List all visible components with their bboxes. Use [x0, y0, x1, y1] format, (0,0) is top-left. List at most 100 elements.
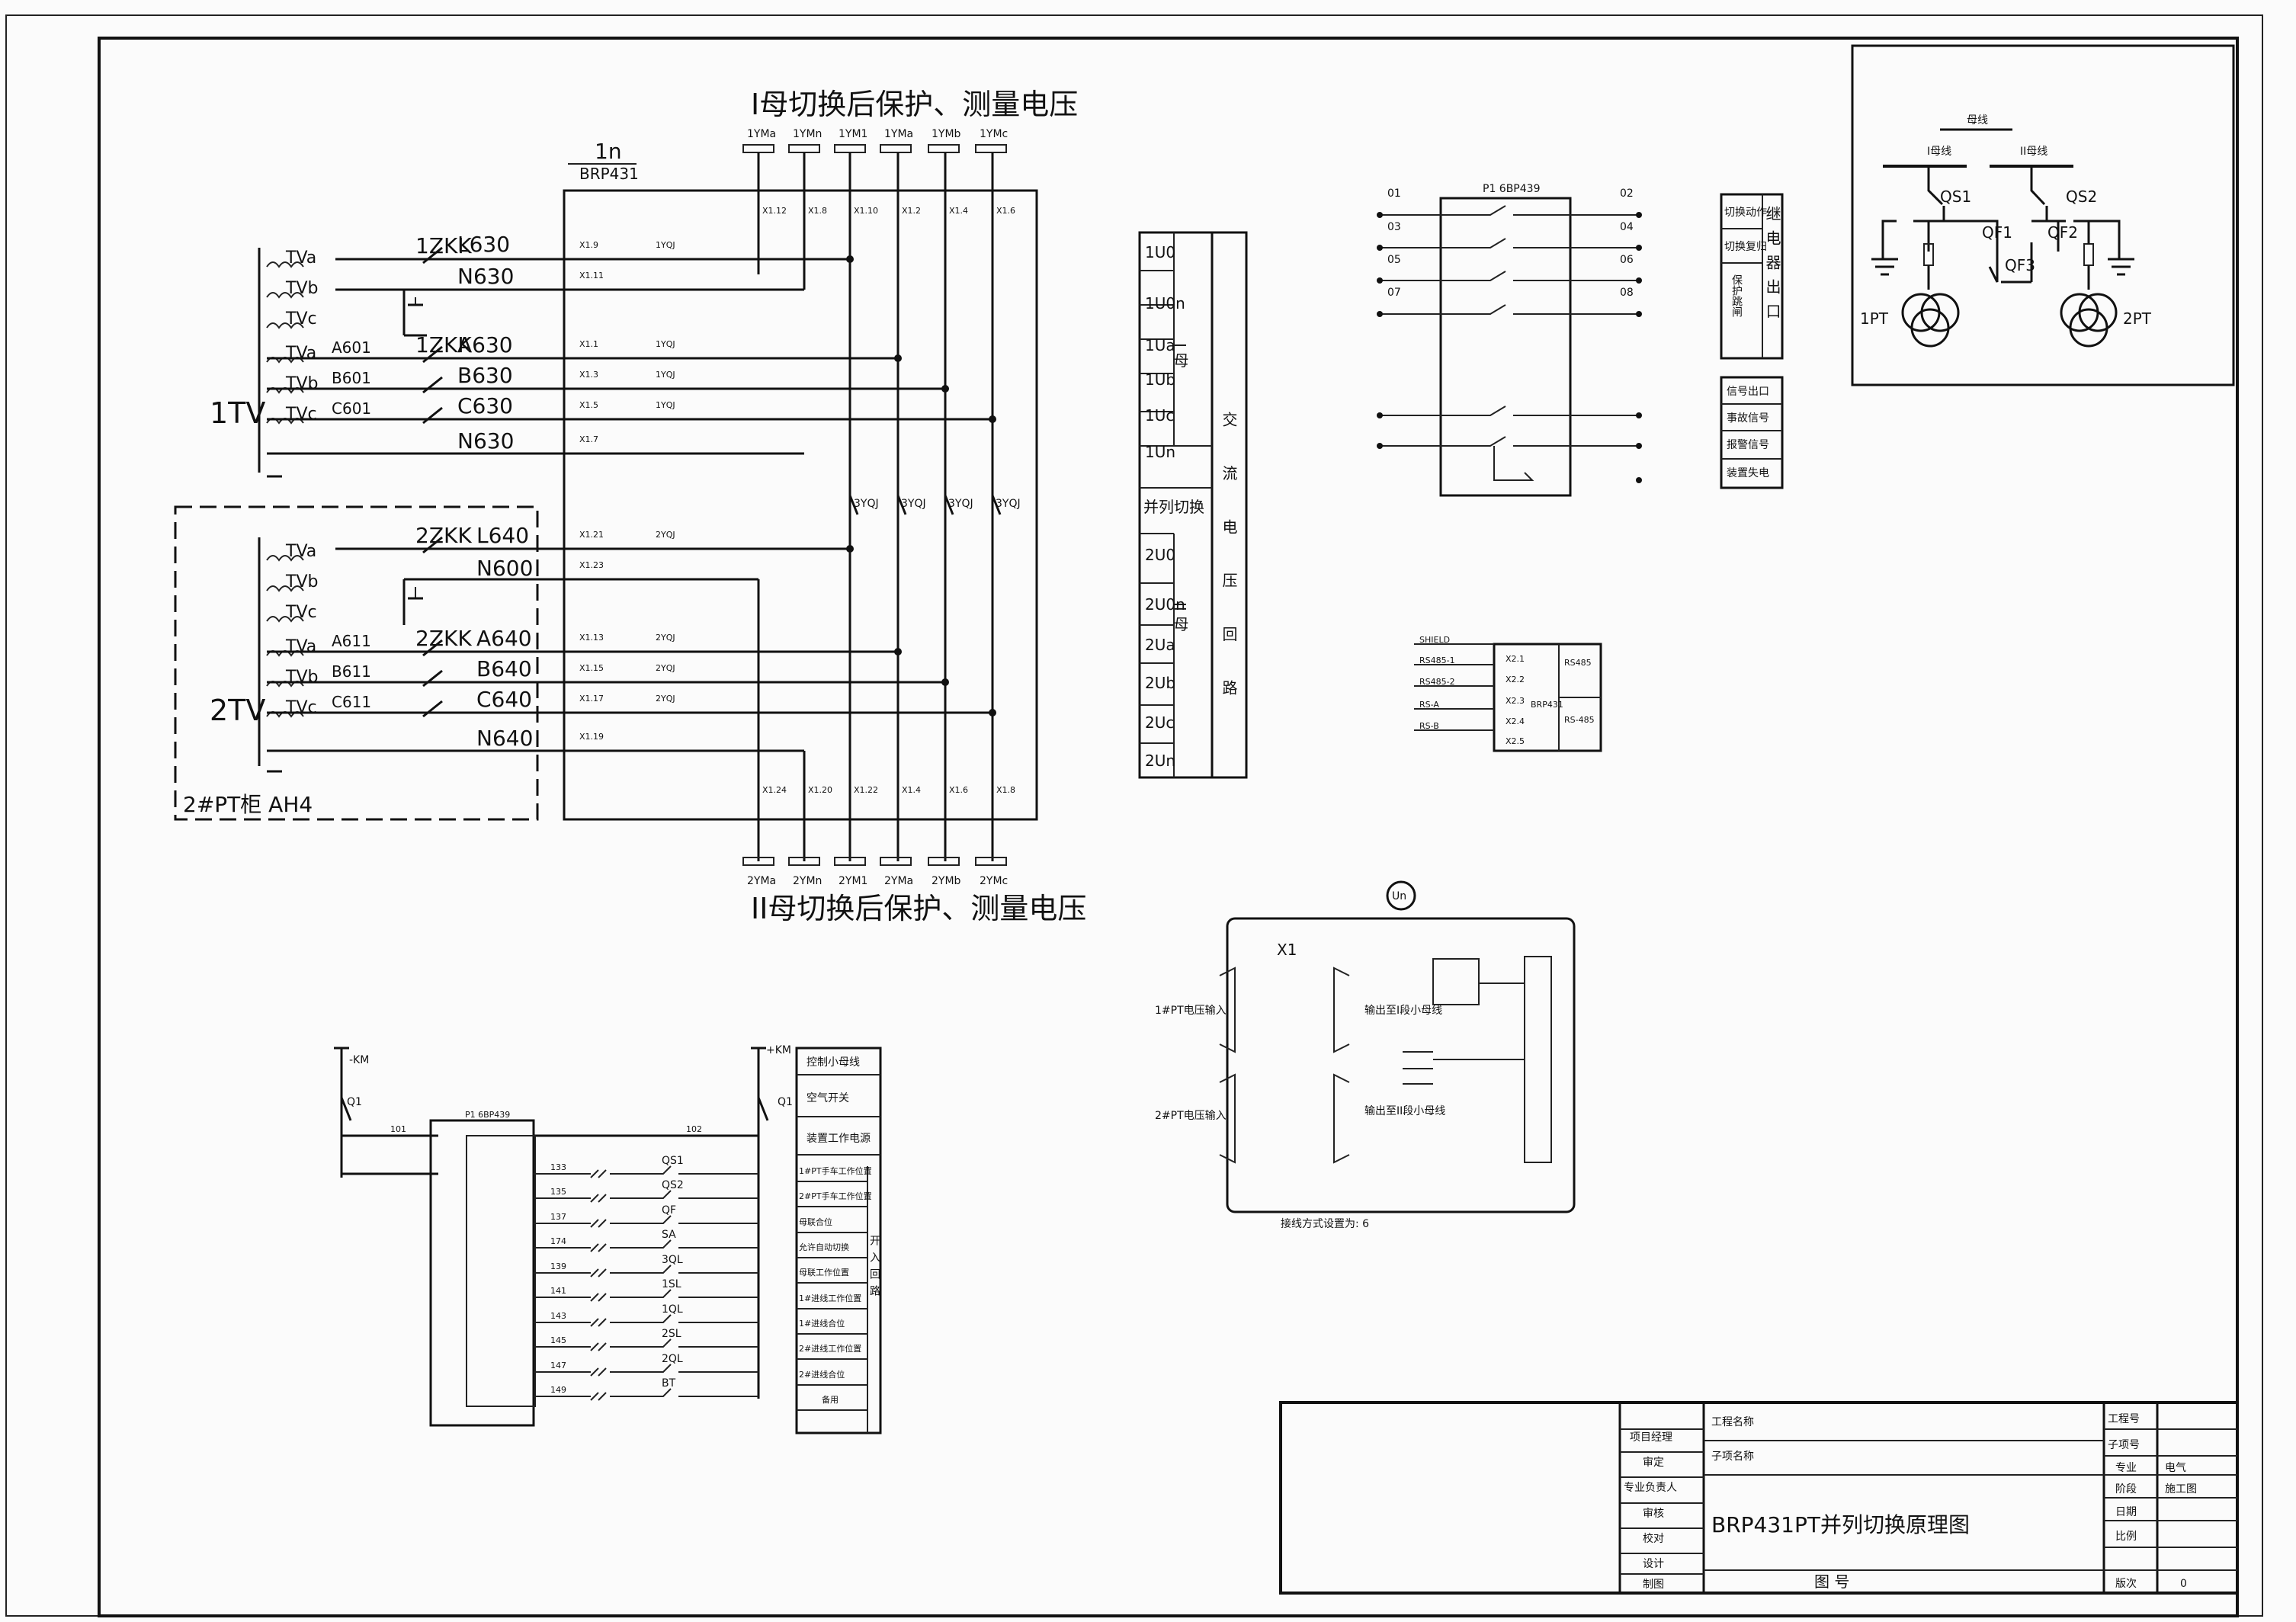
rs-term: X2.5 [1506, 736, 1525, 746]
dc-table: 控制小母线 空气开关 装置工作电源 1#PT手车工作位置 2#PT手车工作位置 … [795, 1047, 882, 1434]
tv1-row-3: B601 B630 X1.3 1YQJ [267, 363, 949, 393]
terminal: X1.17 [579, 694, 604, 704]
bus-bottom-title: II母切换后保护、测量电压 [751, 892, 1086, 925]
relay-num-right: 06 [1620, 254, 1634, 266]
dc-row: 2#进线合位 [799, 1369, 845, 1380]
device-box [563, 189, 1038, 821]
bottom-bus-label: 2YMa [884, 875, 913, 887]
dc-row: 控制小母线 [806, 1056, 860, 1069]
x1-title: X1 [1277, 941, 1297, 959]
dc-contact: 3QL [662, 1254, 683, 1266]
tb-right-label: 比例 [2115, 1531, 2137, 1543]
top-bus-label: 1YMn [793, 128, 822, 140]
tv2-row-5: N640 X1.19 [267, 726, 806, 861]
relay: 1YQJ [656, 400, 675, 410]
tb-right-value: 0 [2180, 1578, 2187, 1590]
top-bus-terminal: X1.6 [996, 206, 1015, 216]
relay-contact-box: P1 6BP439 01 03 05 07 02 04 06 08 [1377, 183, 1642, 497]
line-src: C611 [332, 693, 371, 711]
dc-row: 1#进线工作位置 [799, 1293, 861, 1303]
bottom-bus-label: 2YMa [747, 875, 776, 887]
wire-102: 102 [686, 1124, 702, 1134]
tb-left: 校对 [1643, 1532, 1664, 1545]
tb-right-label: 工程号 [2108, 1413, 2140, 1425]
line-dst: A630 [457, 332, 513, 357]
line-dst: C640 [476, 687, 532, 712]
tv1-row-4: C601 C630 X1.5 1YQJ [267, 393, 996, 423]
tb-project-name: 工程名称 [1711, 1416, 1754, 1428]
tb-right-value: 施工图 [2165, 1483, 2197, 1495]
device-model: BRP431 [579, 165, 639, 183]
tv1-row-2: A601 1ZKK A630 X1.1 1YQJ [267, 332, 902, 362]
relay-num-right: 08 [1620, 287, 1634, 299]
tb-right-label: 日期 [2115, 1506, 2137, 1518]
top-bus-label: 1YMb [932, 128, 961, 140]
ac-side: 交 流 电 压 回 路 [1220, 412, 1238, 712]
q1b-label: Q1 [778, 1096, 793, 1108]
tv2-label: 2TV [210, 694, 265, 727]
bottom-bus-terminal: X1.20 [808, 785, 832, 795]
relay: 1YQJ [656, 339, 675, 349]
terminal: X1.7 [579, 434, 598, 444]
switch-label: 2ZKK [415, 626, 472, 651]
terminal: X1.19 [579, 732, 604, 742]
tb-left: 设计 [1643, 1558, 1664, 1570]
dc-row: 2#进线工作位置 [799, 1343, 861, 1354]
signal-row: 切换复归 [1724, 240, 1767, 253]
relay-box-title: P1 6BP439 [1483, 183, 1540, 195]
dc-contact: QS2 [662, 1179, 684, 1191]
top-bus-group: 1YMa X1.12 1YMn X1.8 1YM1 X1.10 1YMa X1.… [742, 128, 1015, 861]
dc-contact: QS1 [662, 1155, 684, 1167]
dc-row: 允许自动切换 [799, 1242, 849, 1252]
dc-wire: 137 [550, 1212, 566, 1222]
top-bus-terminal: X1.8 [808, 206, 827, 216]
rs-row: RS485-1 [1419, 656, 1455, 665]
top-bus-terminal: X1.4 [949, 206, 968, 216]
bottom-bus-terminal: X1.4 [902, 785, 921, 795]
rs-row: SHIELD [1419, 635, 1450, 645]
ac-row: 2U0 [1145, 546, 1175, 564]
x1-out1: 输出至I段小母线 [1364, 1005, 1442, 1017]
top-bus-6: 1YMc X1.6 [975, 128, 1015, 861]
bottom-bus-terminal: X1.24 [762, 785, 787, 795]
rs-right: RS-485 [1564, 715, 1595, 725]
rs-term: X2.1 [1506, 654, 1525, 664]
km-minus: -KM [349, 1054, 369, 1066]
tv2-row-1: N600 X1.23 [402, 556, 760, 861]
switch-label: 1ZKK [415, 233, 472, 258]
line-dst: N630 [457, 428, 514, 454]
line-dst: L630 [457, 232, 510, 257]
line-src: A601 [332, 338, 371, 357]
relay-num-left: 05 [1387, 254, 1401, 266]
top-bus-label: 1YMc [980, 128, 1008, 140]
dc-wire: 139 [550, 1261, 566, 1271]
wire-101: 101 [390, 1124, 406, 1134]
tb-left: 审定 [1643, 1457, 1664, 1469]
top-bus-terminal: X1.10 [854, 206, 878, 216]
signal-row: 信号出口 [1727, 386, 1769, 398]
tb-right-label: 子项号 [2108, 1439, 2140, 1451]
relay: 1YQJ [656, 240, 675, 250]
relay-num-left: 03 [1387, 221, 1401, 233]
tv2-row-2: A611 2ZKK A640 X1.13 2YQJ [267, 626, 902, 656]
top-bus-3: 1YM1 X1.10 [834, 128, 878, 861]
tb-drawing-no: 图 号 [1814, 1572, 1849, 1591]
signal-side: 继电器出口 [1763, 206, 1781, 328]
relay: 1YQJ [656, 370, 675, 380]
bottom-bus-6: X1.8 2YMc [975, 785, 1015, 887]
rs-row: RS485-2 [1419, 677, 1455, 687]
bus-top-title: I母切换后保护、测量电压 [751, 88, 1078, 121]
line-dst: N600 [476, 556, 533, 581]
relay-num-left: 07 [1387, 287, 1401, 299]
qf2-label: QF2 [2047, 223, 2078, 242]
relay: 2YQJ [656, 663, 675, 673]
dc-row: 2#PT手车工作位置 [799, 1191, 872, 1201]
top-bus-4: 1YMa X1.2 [880, 128, 921, 861]
line-dst: L640 [476, 523, 529, 548]
relay: 2YQJ [656, 633, 675, 643]
top-bus-terminal: X1.2 [902, 206, 921, 216]
pt-cabinet-label: 2#PT柜 AH4 [183, 792, 313, 817]
line-src: C601 [332, 399, 371, 418]
tb-drawing-title: BRP431PT并列切换原理图 [1711, 1512, 1970, 1537]
